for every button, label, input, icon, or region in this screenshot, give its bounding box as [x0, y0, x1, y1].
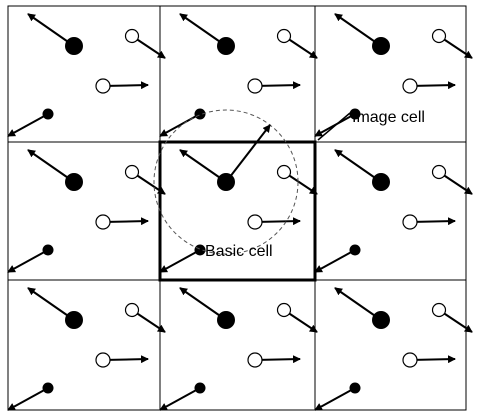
image-cell-leader: [317, 112, 351, 141]
velocity-arrow: [314, 249, 356, 273]
small-particle: [349, 108, 361, 120]
velocity-arrow: [7, 387, 49, 411]
open-particle: [95, 214, 111, 230]
open-particle: [402, 78, 418, 94]
velocity-arrow: [159, 249, 201, 273]
small-particle: [349, 382, 361, 394]
image-cell-box: [7, 5, 161, 143]
open-particle: [124, 164, 140, 180]
image-cell-box: [159, 5, 316, 143]
open-particle: [276, 28, 292, 44]
overlay: [153, 109, 351, 255]
small-particle: [42, 108, 54, 120]
small-particle: [349, 244, 361, 256]
velocity-arrow: [7, 249, 49, 273]
velocity-arrow: [334, 149, 382, 183]
open-particle: [247, 78, 263, 94]
image-cell-box: [7, 279, 161, 411]
velocity-arrow: [334, 287, 382, 321]
large-particle: [372, 37, 390, 55]
velocity-arrow: [7, 113, 49, 137]
image-cell-box: [314, 279, 467, 411]
velocity-arrow: [314, 387, 356, 411]
open-particle: [124, 28, 140, 44]
cutoff-circle: [153, 109, 299, 255]
cutoff-radius-arrow: [225, 124, 271, 183]
large-particle: [65, 37, 83, 55]
small-particle: [194, 382, 206, 394]
velocity-arrow: [27, 287, 75, 321]
large-particle: [217, 37, 235, 55]
large-particle: [217, 311, 235, 329]
velocity-arrow: [27, 149, 75, 183]
small-particle: [42, 244, 54, 256]
open-particle: [431, 302, 447, 318]
image-cell-label: Image cell: [352, 109, 425, 126]
open-particle: [247, 352, 263, 368]
velocity-arrow: [334, 13, 382, 47]
velocity-arrow: [159, 387, 201, 411]
image-cell-box: [159, 279, 316, 411]
small-particle: [194, 244, 206, 256]
small-particle: [42, 382, 54, 394]
open-particle: [95, 78, 111, 94]
open-particle: [124, 302, 140, 318]
open-particle: [402, 214, 418, 230]
small-particle: [194, 108, 206, 120]
velocity-arrow: [179, 13, 227, 47]
velocity-arrow: [27, 13, 75, 47]
open-particle: [431, 164, 447, 180]
open-particle: [431, 28, 447, 44]
large-particle: [372, 173, 390, 191]
large-particle: [65, 311, 83, 329]
open-particle: [95, 352, 111, 368]
velocity-arrow: [159, 113, 201, 137]
velocity-arrow: [179, 149, 227, 183]
open-particle: [402, 352, 418, 368]
cell-grid: [7, 5, 467, 411]
open-particle: [276, 302, 292, 318]
open-particle: [247, 214, 263, 230]
velocity-arrow: [179, 287, 227, 321]
large-particle: [65, 173, 83, 191]
particles: [7, 13, 473, 411]
basic-cell-label: Basic cell: [205, 243, 273, 260]
large-particle: [372, 311, 390, 329]
open-particle: [276, 164, 292, 180]
